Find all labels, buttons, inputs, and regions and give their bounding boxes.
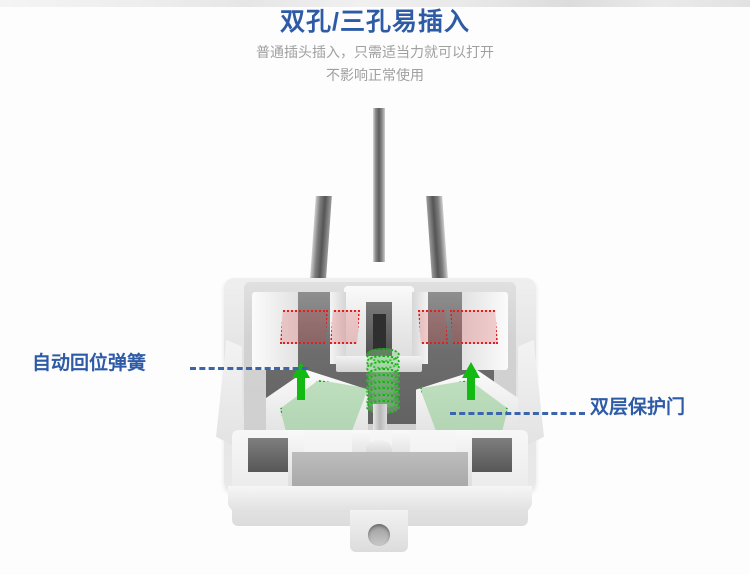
subtitle-line-1: 普通插头插入，只需适当力就可以打开: [256, 44, 494, 60]
front-slot-right: [468, 438, 512, 472]
top-divider-strip: [0, 0, 750, 7]
contact-wall-right: [462, 292, 508, 370]
contact-wall-left: [252, 292, 298, 370]
contact-highlight-zone: [330, 310, 360, 344]
arrow-shaft: [467, 376, 475, 400]
mounting-hole: [368, 524, 390, 546]
return-spring-icon: [366, 348, 400, 414]
subtitle-line-2: 不影响正常使用: [326, 67, 424, 83]
callout-leader-left: [190, 367, 308, 370]
center-pillar-core: [373, 314, 386, 350]
contact-highlight-zone: [280, 310, 328, 344]
front-slot-left: [248, 438, 292, 472]
arrow-shaft: [297, 376, 305, 400]
spring-rod: [373, 404, 387, 430]
page-title: 双孔/三孔易插入: [280, 8, 470, 36]
up-arrow-left-icon: [292, 362, 310, 400]
callout-label-right: 双层保护门: [590, 397, 686, 418]
callout-leader-right: [450, 412, 585, 415]
plug-prong-center-icon: [373, 108, 385, 262]
socket-base-lip: [228, 486, 532, 512]
front-rail: [292, 452, 468, 486]
callout-label-left: 自动回位弹簧: [32, 353, 147, 374]
contact-highlight-zone: [450, 310, 498, 344]
up-arrow-right-icon: [462, 362, 480, 400]
contact-highlight-zone: [418, 310, 448, 344]
arrow-head: [462, 362, 480, 378]
arrow-head: [292, 362, 310, 378]
